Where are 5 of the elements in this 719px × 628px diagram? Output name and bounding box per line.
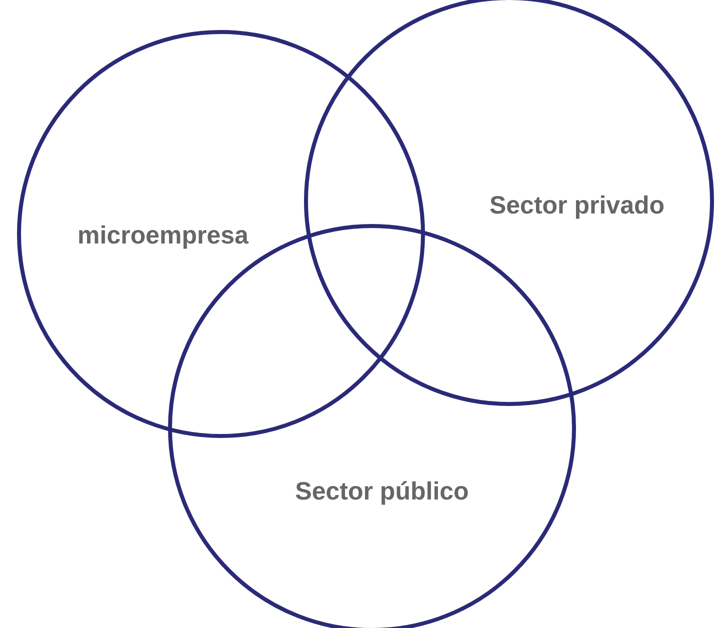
circle-label: microempresa bbox=[78, 222, 248, 250]
venn-circle bbox=[17, 30, 425, 438]
circle-label: Sector privado bbox=[489, 192, 665, 220]
circle-label: Sector público bbox=[295, 478, 469, 506]
venn-circle bbox=[304, 0, 714, 406]
